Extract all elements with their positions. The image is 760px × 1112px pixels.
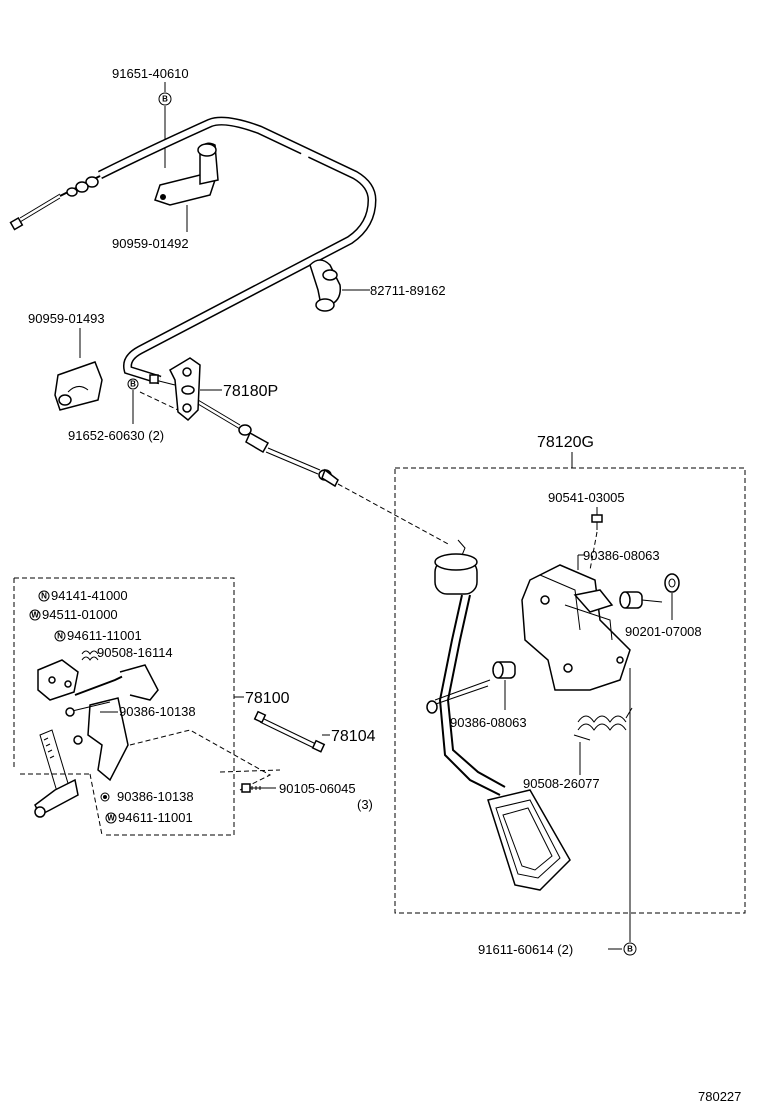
- small-screw-icon: [591, 514, 603, 530]
- label-94511-01000[interactable]: 94511-01000: [42, 607, 118, 622]
- label-90386-08063-lower[interactable]: 90386-08063: [450, 715, 527, 730]
- label-82711-89162[interactable]: 82711-89162: [370, 283, 446, 298]
- cable-clamp-left-icon: [54, 361, 103, 411]
- label-90386-10138-a[interactable]: 90386-10138: [119, 704, 196, 719]
- label-90105-06045[interactable]: 90105-06045: [279, 781, 356, 796]
- label-90541-03005[interactable]: 90541-03005: [548, 490, 625, 505]
- inner-cable-end: [197, 399, 451, 546]
- marker-b-icon-3: B: [623, 942, 637, 956]
- accelerator-cable: [9, 116, 377, 385]
- label-78104[interactable]: 78104: [331, 728, 376, 745]
- label-91652-60630[interactable]: 91652-60630 (2): [68, 428, 164, 443]
- svg-text:N: N: [41, 592, 47, 601]
- label-94611-11001[interactable]: 94611-11001: [67, 628, 142, 643]
- label-91611-60614[interactable]: 91611-60614 (2): [478, 942, 573, 957]
- marker-b-icon-2: B: [127, 378, 139, 390]
- label-94611-11001-b[interactable]: 94611-11001: [118, 810, 193, 825]
- label-78120G[interactable]: 78120G: [537, 434, 594, 451]
- label-90508-26077[interactable]: 90508-26077: [523, 776, 600, 791]
- washer-right-icon: [664, 573, 680, 593]
- label-90201-07008[interactable]: 90201-07008: [625, 624, 702, 639]
- pedal-bracket-icon: [521, 564, 631, 691]
- label-91651-40610[interactable]: 91651-40610: [112, 66, 189, 81]
- label-78180P[interactable]: 78180P: [223, 383, 278, 400]
- rod-icon: [253, 710, 326, 753]
- label-90386-10138-b[interactable]: 90386-10138: [117, 789, 194, 804]
- label-90508-16114[interactable]: 90508-16114: [97, 645, 173, 660]
- marker-n-icon: N: [38, 590, 50, 602]
- pedal-assembly-frame: [394, 467, 746, 914]
- bushing-lower-icon: [492, 661, 516, 679]
- svg-text:N: N: [57, 632, 63, 641]
- label-94141-41000[interactable]: 94141-41000: [51, 588, 128, 603]
- cable-clamp-screw-top-callout: 91651-40610 B: [112, 66, 189, 168]
- cable-holder-icon: [309, 259, 342, 312]
- svg-text:B: B: [627, 945, 633, 954]
- link-mechanism-icon: [34, 650, 159, 818]
- accelerator-pedal-icon: [426, 539, 571, 891]
- marker-b-icon: B: [158, 92, 172, 106]
- marker-n-icon-2: N: [54, 630, 66, 642]
- spring-lower-icon: [573, 707, 633, 741]
- link-assembly-frame: [14, 577, 235, 836]
- diagram-number: 780227: [698, 1089, 741, 1104]
- label-90959-01492[interactable]: 90959-01492: [112, 236, 189, 251]
- label-bolt-qty[interactable]: (3): [357, 797, 373, 812]
- bushing-upper-icon: [619, 591, 643, 609]
- bolt-icon: [241, 783, 276, 793]
- svg-text:B: B: [130, 380, 136, 389]
- marker-w-icon: W: [29, 609, 41, 621]
- label-78100[interactable]: 78100: [245, 690, 290, 707]
- label-90386-08063-upper[interactable]: 90386-08063: [583, 548, 660, 563]
- svg-text:W: W: [107, 814, 115, 823]
- svg-text:B: B: [162, 95, 168, 104]
- label-90959-01493[interactable]: 90959-01493: [28, 311, 105, 326]
- svg-text:W: W: [31, 611, 39, 620]
- cable-bracket-icon: [149, 357, 201, 422]
- marker-w-icon-2: W: [105, 812, 117, 824]
- cable-clamp-top-icon: [154, 142, 219, 206]
- marker-bushing-icon: [100, 792, 110, 802]
